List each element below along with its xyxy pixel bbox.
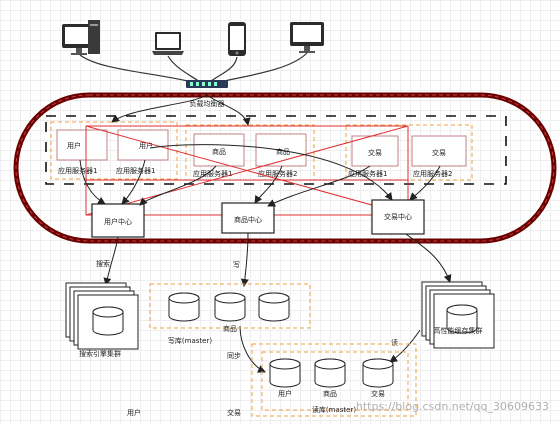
cache-cluster-label: 高性能缓存集群: [434, 326, 483, 335]
search-cluster-label: 搜索引擎集群: [79, 349, 121, 358]
master-db-name: 商品: [223, 324, 237, 333]
goods-server-1: 商品 应用服务器1: [193, 133, 245, 178]
trade-center-label: 交易中心: [384, 212, 412, 221]
client-cables: [79, 52, 308, 83]
server-name: 应用服务器1: [58, 166, 97, 175]
server-label: 商品: [212, 147, 226, 156]
slave-db-group: 用户 商品 交易 读库(master): [251, 343, 417, 417]
server-name: 应用服务器1: [193, 169, 232, 178]
slave-db-label: 读库(master): [312, 405, 356, 414]
edge-label-sync: 同步: [227, 352, 241, 360]
master-db-label: 写库(master): [168, 336, 212, 345]
server-label: 交易: [368, 148, 382, 157]
goods-center: 商品中心: [221, 202, 275, 234]
watermark: https://blog.csdn.net/qq_30609633: [356, 400, 549, 413]
server-label: 商品: [276, 147, 290, 156]
bottom-label: 用户: [127, 408, 141, 417]
user-center: 用户中心: [91, 203, 145, 238]
database-icon: [168, 292, 200, 322]
load-balancer: 负载均衡器: [186, 80, 228, 108]
edge-label-write: 写: [233, 261, 240, 269]
server-label: 用户: [139, 141, 153, 150]
user-center-label: 用户中心: [104, 217, 132, 226]
database-icon: [92, 306, 124, 336]
flow-arrows: [79, 94, 452, 373]
database-icon: [362, 358, 394, 388]
database-icon: [269, 358, 301, 388]
desktop-computer-icon: [62, 20, 100, 55]
server-name: 应用服务器2: [258, 169, 297, 178]
trade-cluster-frame: [345, 124, 473, 181]
slave-db-name: 交易: [371, 389, 385, 398]
edge-label-read: 读: [391, 338, 398, 347]
server-name: 应用服务器1: [348, 169, 387, 178]
server-name: 应用服务器2: [413, 169, 452, 178]
master-db-group: 商品 写库(master): [149, 283, 311, 345]
search-cluster: 搜索引擎集群: [65, 282, 139, 358]
laptop-icon: [152, 32, 184, 55]
user-server-2: 用户 应用服务器1: [116, 129, 169, 175]
cache-cluster: 高性能缓存集群: [421, 281, 495, 349]
user-server-1: 用户 应用服务器1: [56, 129, 108, 175]
database-icon: [314, 358, 346, 388]
goods-center-label: 商品中心: [234, 215, 262, 224]
monitor-icon: [290, 22, 324, 53]
database-icon: [258, 292, 290, 322]
slave-db-name: 商品: [323, 389, 337, 398]
smartphone-icon: [228, 22, 246, 56]
trade-center: 交易中心: [371, 199, 425, 235]
server-label: 用户: [67, 141, 81, 150]
trade-server-1: 交易 应用服务器1: [348, 135, 399, 178]
app-layer-frame: [13, 92, 557, 244]
slave-db-name: 用户: [278, 389, 292, 398]
trade-server-2: 交易 应用服务器2: [411, 135, 467, 178]
edge-label-search: 搜索: [96, 259, 110, 268]
bottom-label: 交易: [227, 408, 241, 417]
server-name: 应用服务器1: [116, 166, 155, 175]
server-label: 交易: [432, 148, 446, 157]
database-icon: [214, 292, 246, 322]
load-balancer-label: 负载均衡器: [190, 99, 225, 108]
